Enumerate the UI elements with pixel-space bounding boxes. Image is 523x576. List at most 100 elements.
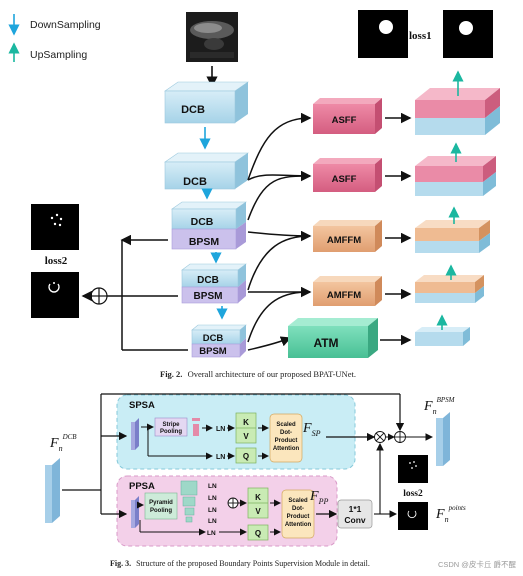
f3-input-lines bbox=[62, 393, 405, 519]
points-mask-image bbox=[31, 204, 79, 250]
legend-up-label: UpSampling bbox=[30, 49, 87, 61]
conv-label-2: Conv bbox=[344, 515, 366, 525]
encoder-dcb-block-2: DCB bbox=[164, 152, 249, 190]
f-sp-main: F bbox=[302, 421, 312, 436]
decoder-stack-4 bbox=[415, 275, 484, 303]
loss1-label: loss1 bbox=[409, 30, 432, 42]
f-points-label: Fnpoints bbox=[435, 504, 466, 524]
decoder-stack-3 bbox=[415, 220, 490, 253]
ppsa-attn-4: Attention bbox=[285, 522, 312, 528]
loss2-label: loss2 bbox=[45, 255, 68, 267]
spsa-attention-box bbox=[269, 413, 303, 463]
f-dcb-sup: DCB bbox=[62, 433, 78, 441]
pyramid-levels-icon bbox=[180, 480, 198, 523]
spsa-q-path bbox=[147, 427, 235, 460]
atm-label: ATM bbox=[313, 336, 338, 350]
bpsm-label-4: BPSM bbox=[194, 291, 223, 302]
asff-label-1: ASFF bbox=[332, 115, 357, 126]
fusion-to-decoder-arrows bbox=[380, 112, 412, 346]
ground-truth-mask-image bbox=[443, 10, 493, 58]
f-dcb-feature-slab bbox=[45, 458, 60, 523]
f-points-sup: points bbox=[448, 504, 466, 512]
sum-circle-icon bbox=[90, 287, 108, 305]
fig3-caption: Fig. 3. Structure of the proposed Bounda… bbox=[110, 559, 370, 568]
ppsa-q-path bbox=[139, 520, 247, 536]
pyramid-pooling-label-1: Pyramid bbox=[149, 500, 173, 506]
ppsa-ln-3: LN bbox=[208, 507, 217, 514]
ppsa-ln-2: LN bbox=[208, 495, 217, 502]
multiply-circle-icon bbox=[374, 431, 386, 443]
f-dcb-label: FnDCB bbox=[49, 433, 77, 453]
decoder-stack-1 bbox=[415, 88, 500, 135]
f-sp-label: FSP bbox=[302, 421, 321, 438]
f-bpsm-main: F bbox=[423, 399, 433, 414]
ppsa-k-label: K bbox=[255, 493, 261, 502]
fig2-caption-label: Fig. 2. bbox=[160, 369, 182, 379]
amffm-label-2: AMFFM bbox=[327, 290, 361, 301]
conv-label-1: 1*1 bbox=[349, 504, 362, 514]
spsa-q-label: Q bbox=[243, 452, 249, 461]
bpsm-label-5: BPSM bbox=[199, 346, 227, 357]
fig2-caption-text: Overall architecture of our proposed BPA… bbox=[188, 369, 356, 379]
spsa-k-label: K bbox=[243, 418, 249, 427]
f-pp-label: FPP bbox=[309, 489, 328, 506]
spsa-label: SPSA bbox=[129, 400, 155, 411]
amffm-block-2: AMFFM bbox=[313, 276, 382, 306]
fig2-caption: Fig. 2. Overall architecture of our prop… bbox=[160, 369, 356, 379]
spsa-attn-4: Attention bbox=[273, 446, 300, 452]
asff-block-2: ASFF bbox=[313, 158, 382, 192]
dcb-label-1: DCB bbox=[181, 104, 205, 116]
prediction-mask-image bbox=[358, 10, 408, 58]
input-ultrasound-image bbox=[186, 12, 238, 62]
spsa-attn-1: Scaled bbox=[276, 422, 296, 428]
ppsa-label: PPSA bbox=[129, 481, 155, 492]
conv-1x1-box bbox=[337, 499, 373, 529]
stripe-pooling-box bbox=[154, 417, 188, 437]
f3-pred-points-image bbox=[398, 502, 428, 530]
skip-connections bbox=[247, 112, 312, 351]
dcb-label-4: DCB bbox=[197, 275, 219, 286]
f-pp-main: F bbox=[309, 489, 319, 504]
spsa-input-slab bbox=[131, 418, 139, 450]
f-points-sub: n bbox=[445, 515, 449, 524]
amffm-label-1: AMFFM bbox=[327, 235, 361, 246]
dcb-label-2: DCB bbox=[183, 176, 207, 188]
ppsa-ln-stack: LN LN LN LN bbox=[208, 483, 217, 525]
amffm-block-1: AMFFM bbox=[313, 220, 382, 252]
bpsm-feedback-lines bbox=[107, 234, 188, 351]
legend-down-label: DownSampling bbox=[30, 19, 101, 31]
spsa-q-box bbox=[235, 447, 257, 464]
f-bpsm-sup: BPSM bbox=[437, 396, 456, 404]
ppsa-ln-1: LN bbox=[208, 483, 217, 490]
conv-branch-lines bbox=[374, 433, 434, 518]
spsa-v-label: V bbox=[243, 432, 249, 441]
encoder-dcb-block-1: DCB bbox=[164, 81, 249, 124]
f3-gt-points-image bbox=[398, 455, 428, 483]
spsa-ln-label-1: LN bbox=[216, 426, 225, 433]
ppsa-ln-4: LN bbox=[208, 518, 217, 525]
pyramid-pooling-box bbox=[144, 492, 178, 520]
ppsa-q-box bbox=[247, 524, 269, 541]
spsa-ln-label-2: LN bbox=[216, 454, 225, 461]
ppsa-attn-2: Dot- bbox=[292, 506, 304, 512]
boundary-mask-image bbox=[31, 272, 79, 318]
ppsa-q-label: Q bbox=[255, 529, 261, 538]
f-pp-sub: PP bbox=[318, 497, 329, 506]
pyramid-pooling-label-2: Pooling bbox=[150, 508, 172, 514]
watermark-text: CSDN @皮卡丘 爵不醒 bbox=[438, 559, 517, 569]
ppsa-v-label: V bbox=[255, 507, 261, 516]
dcb-label-3: DCB bbox=[191, 216, 214, 228]
encoder-dcb-bpsm-block-4: DCB BPSM bbox=[181, 263, 247, 304]
ppsa-input-slab bbox=[131, 496, 139, 528]
ppsa-ln-q: LN bbox=[207, 530, 216, 537]
dcb-label-5: DCB bbox=[203, 333, 224, 344]
fig3-caption-label: Fig. 3. bbox=[110, 559, 131, 568]
fig3-caption-text: Structure of the proposed Boundary Point… bbox=[136, 559, 370, 568]
stripe-pooling-label-1: Stripe bbox=[162, 422, 180, 428]
spsa-attn-3: Product bbox=[275, 438, 298, 444]
f-dcb-main: F bbox=[49, 436, 59, 451]
f-sp-sub: SP bbox=[312, 429, 321, 438]
f-bpsm-feature-slab bbox=[436, 412, 450, 466]
f-bpsm-label: FnBPSM bbox=[423, 396, 456, 416]
asff-block-1: ASFF bbox=[313, 98, 382, 134]
